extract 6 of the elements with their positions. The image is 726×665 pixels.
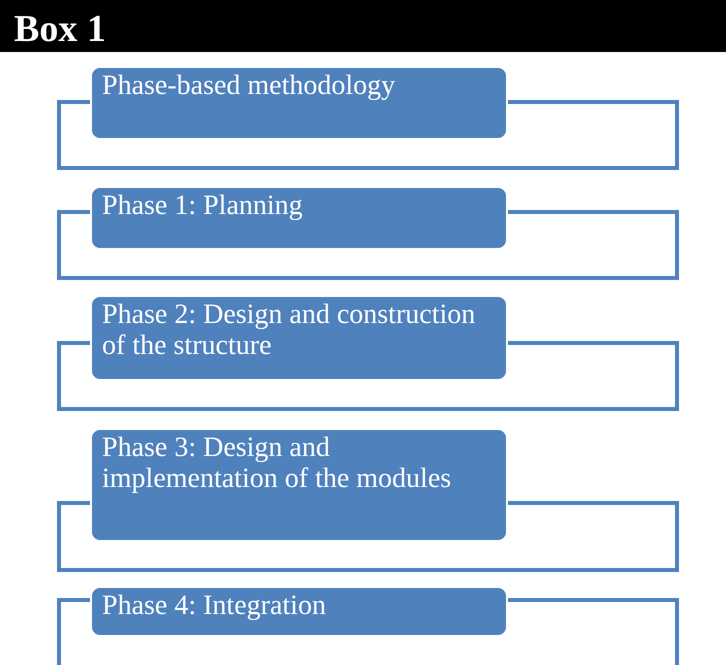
title-bar: Box 1	[0, 0, 726, 52]
phase-box: Phase 4: Integration	[90, 586, 508, 637]
phase-box: Phase 2: Design and construction of the structure	[90, 295, 508, 381]
phase-box: Phase 1: Planning	[90, 186, 508, 250]
phase-box: Phase-based methodology	[90, 66, 508, 140]
phase-box: Phase 3: Design and implementation of the modules	[90, 428, 508, 542]
